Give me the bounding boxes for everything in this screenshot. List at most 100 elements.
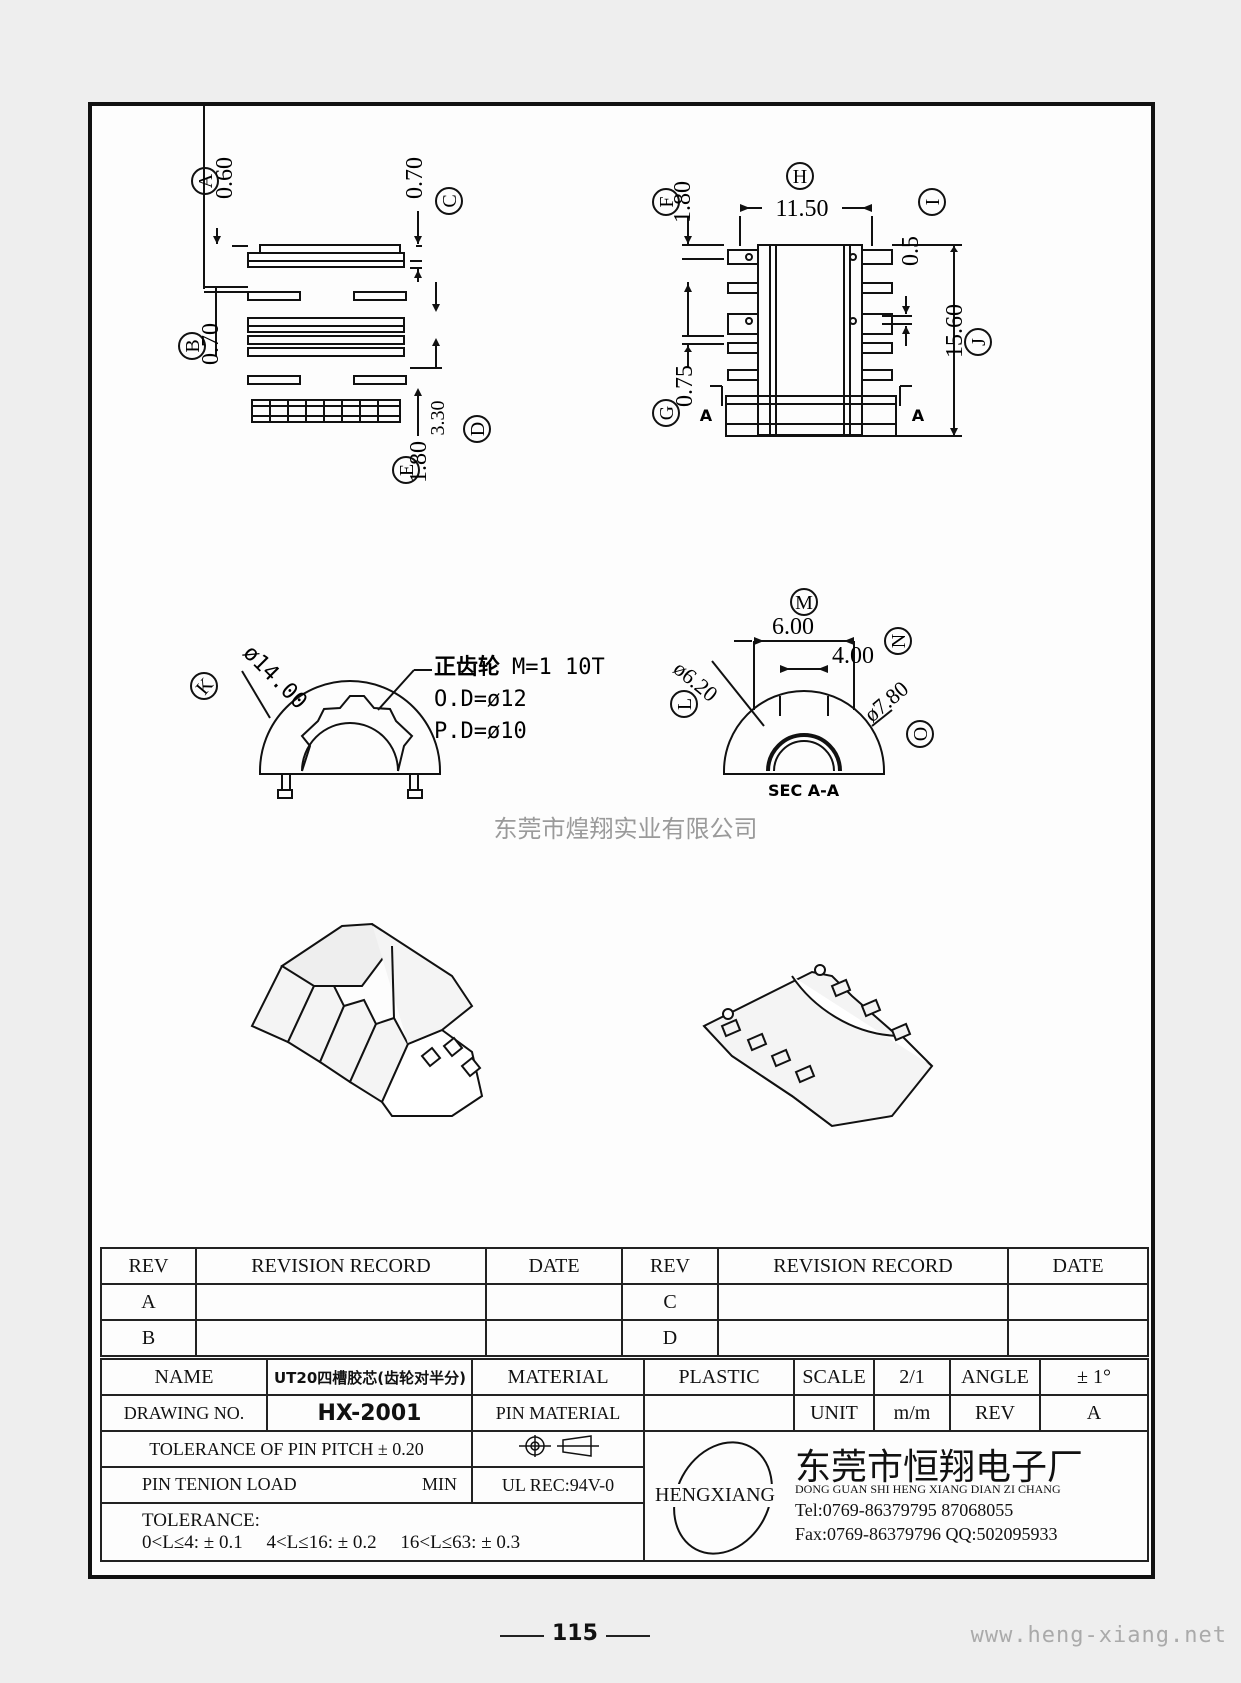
website-url: www.heng-xiang.net <box>970 1623 1227 1648</box>
rev-cell: D <box>621 1319 719 1357</box>
angle-label: ANGLE <box>949 1358 1041 1396</box>
dim-0.5: 0.5 <box>898 236 924 266</box>
record-cell <box>717 1319 1009 1357</box>
pin-tenion-min: MIN <box>422 1474 457 1494</box>
dim-0.70-C: 0.70 <box>402 157 428 199</box>
label-E: E <box>396 464 418 476</box>
rev-value: A <box>1039 1394 1149 1432</box>
pin-tenion-label: PIN TENION LOAD <box>142 1474 297 1494</box>
page-rule-right <box>606 1635 650 1637</box>
dim-6.00: 6.00 <box>772 614 814 640</box>
page-footer: 115 www.heng-xiang.net <box>0 1615 1241 1655</box>
hengxiang-logo <box>673 1441 773 1555</box>
dim-0.75: 0.75 <box>672 365 698 407</box>
date-header-1: DATE <box>485 1247 623 1285</box>
pin-material-value <box>643 1394 795 1432</box>
section-mark-right: A <box>912 406 925 425</box>
record-cell <box>717 1283 1009 1321</box>
name-value: UT20四槽胶芯(齿轮对半分) <box>266 1358 473 1396</box>
isometric-view-right <box>702 964 934 1128</box>
revision-record-header-2: REVISION RECORD <box>717 1247 1009 1285</box>
date-cell <box>485 1283 623 1321</box>
dim-3.30: 3.30 <box>427 401 449 436</box>
label-F: F <box>656 196 678 207</box>
material-value: PLASTIC <box>643 1358 795 1396</box>
date-cell <box>1007 1319 1149 1357</box>
label-D: D <box>467 422 489 436</box>
dim-4.00: 4.00 <box>832 643 874 669</box>
scale-value: 2/1 <box>873 1358 951 1396</box>
label-N: N <box>888 634 910 648</box>
dim-0.60: 0.60 <box>212 157 238 199</box>
pin-material-label: PIN MATERIAL <box>471 1394 645 1432</box>
dim-1.80: 1.80 <box>406 441 432 483</box>
pin-tenion-row: PIN TENION LOAD MIN <box>100 1466 473 1504</box>
pin-pitch-tolerance: TOLERANCE OF PIN PITCH ± 0.20 <box>100 1430 473 1468</box>
dim-0.70-B: 0.70 <box>198 323 224 365</box>
company-fax: Fax:0769-86379796 QQ:502095933 <box>795 1524 1058 1544</box>
gear-spec: M=1 10T <box>512 655 605 680</box>
dim-7.80: ø7.80 <box>859 676 913 727</box>
label-C: C <box>439 194 461 207</box>
gear-od: O.D=ø12 <box>434 687 527 712</box>
rev-cell: C <box>621 1283 719 1321</box>
company-name-cn: 东莞市恒翔电子厂 <box>795 1447 1084 1488</box>
projection-symbol <box>471 1430 645 1468</box>
ul-rec: UL REC:94V-0 <box>471 1466 645 1504</box>
name-label: NAME <box>100 1358 268 1396</box>
unit-value: m/m <box>873 1394 951 1432</box>
dim-11.50: 11.50 <box>775 196 828 222</box>
label-J: J <box>968 338 990 346</box>
tolerance-ranges: 0<L≤4: ± 0.1 4<L≤16: ± 0.2 16<L≤63: ± 0.… <box>142 1532 521 1553</box>
dim-1.80-F: 1.80 <box>670 181 696 223</box>
section-mark-left: A <box>700 406 713 425</box>
revision-table: REV REVISION RECORD DATE REV REVISION RE… <box>100 1247 1149 1357</box>
label-M: M <box>795 592 813 614</box>
label-A: A <box>195 173 217 188</box>
tolerance-label: TOLERANCE: <box>142 1510 260 1531</box>
table-row: B D <box>100 1319 1149 1357</box>
side-view-drawing: A B C D E 0.60 0.70 0.70 3.30 1.80 <box>178 106 992 1128</box>
date-cell <box>1007 1283 1149 1321</box>
label-O: O <box>910 727 932 741</box>
page-rule-left <box>500 1635 544 1637</box>
rev-label: REV <box>949 1394 1041 1432</box>
rev-header-1: REV <box>100 1247 197 1285</box>
company-tel: Tel:0769-86379795 87068055 <box>795 1500 1014 1520</box>
material-label: MATERIAL <box>471 1358 645 1396</box>
date-header-2: DATE <box>1007 1247 1149 1285</box>
dim-14.00: ø14.00 <box>238 641 312 715</box>
drawing-no-value: HX-2001 <box>266 1394 473 1432</box>
watermark-text: 东莞市煌翔实业有限公司 <box>493 815 758 843</box>
gear-pd: P.D=ø10 <box>434 719 527 744</box>
gear-title: 正齿轮 <box>434 654 500 680</box>
table-row: A C <box>100 1283 1149 1321</box>
company-block: HENGXIANG 东莞市恒翔电子厂 DONG GUAN SHI HENG XI… <box>643 1430 1149 1562</box>
angle-value: ± 1° <box>1039 1358 1149 1396</box>
record-cell <box>195 1283 487 1321</box>
company-name-pinyin: DONG GUAN SHI HENG XIANG DIAN ZI CHANG <box>795 1482 1061 1496</box>
dim-15.60: 15.60 <box>942 304 968 358</box>
isometric-view-left <box>250 922 484 1117</box>
rev-header-2: REV <box>621 1247 719 1285</box>
drawing-no-label: DRAWING NO. <box>100 1394 268 1432</box>
logo-text: HENGXIANG <box>655 1484 775 1507</box>
drawing-sheet: A B C D E 0.60 0.70 0.70 3.30 1.80 <box>88 102 1155 1579</box>
rev-cell: B <box>100 1319 197 1357</box>
label-L: L <box>674 698 696 710</box>
title-block-table: NAME UT20四槽胶芯(齿轮对半分) MATERIAL PLASTIC SC… <box>100 1358 1149 1562</box>
scale-label: SCALE <box>793 1358 875 1396</box>
page-number: 115 <box>552 1621 598 1646</box>
date-cell <box>485 1319 623 1357</box>
record-cell <box>195 1319 487 1357</box>
label-G: G <box>656 406 678 420</box>
label-H: H <box>793 166 807 188</box>
rev-cell: A <box>100 1283 197 1321</box>
label-I: I <box>922 199 944 206</box>
section-title: SEC A-A <box>768 781 840 800</box>
unit-label: UNIT <box>793 1394 875 1432</box>
projection-icon <box>519 1435 599 1457</box>
label-B: B <box>182 339 204 352</box>
tolerance-block: TOLERANCE: 0<L≤4: ± 0.1 4<L≤16: ± 0.2 16… <box>100 1502 645 1562</box>
revision-record-header-1: REVISION RECORD <box>195 1247 487 1285</box>
